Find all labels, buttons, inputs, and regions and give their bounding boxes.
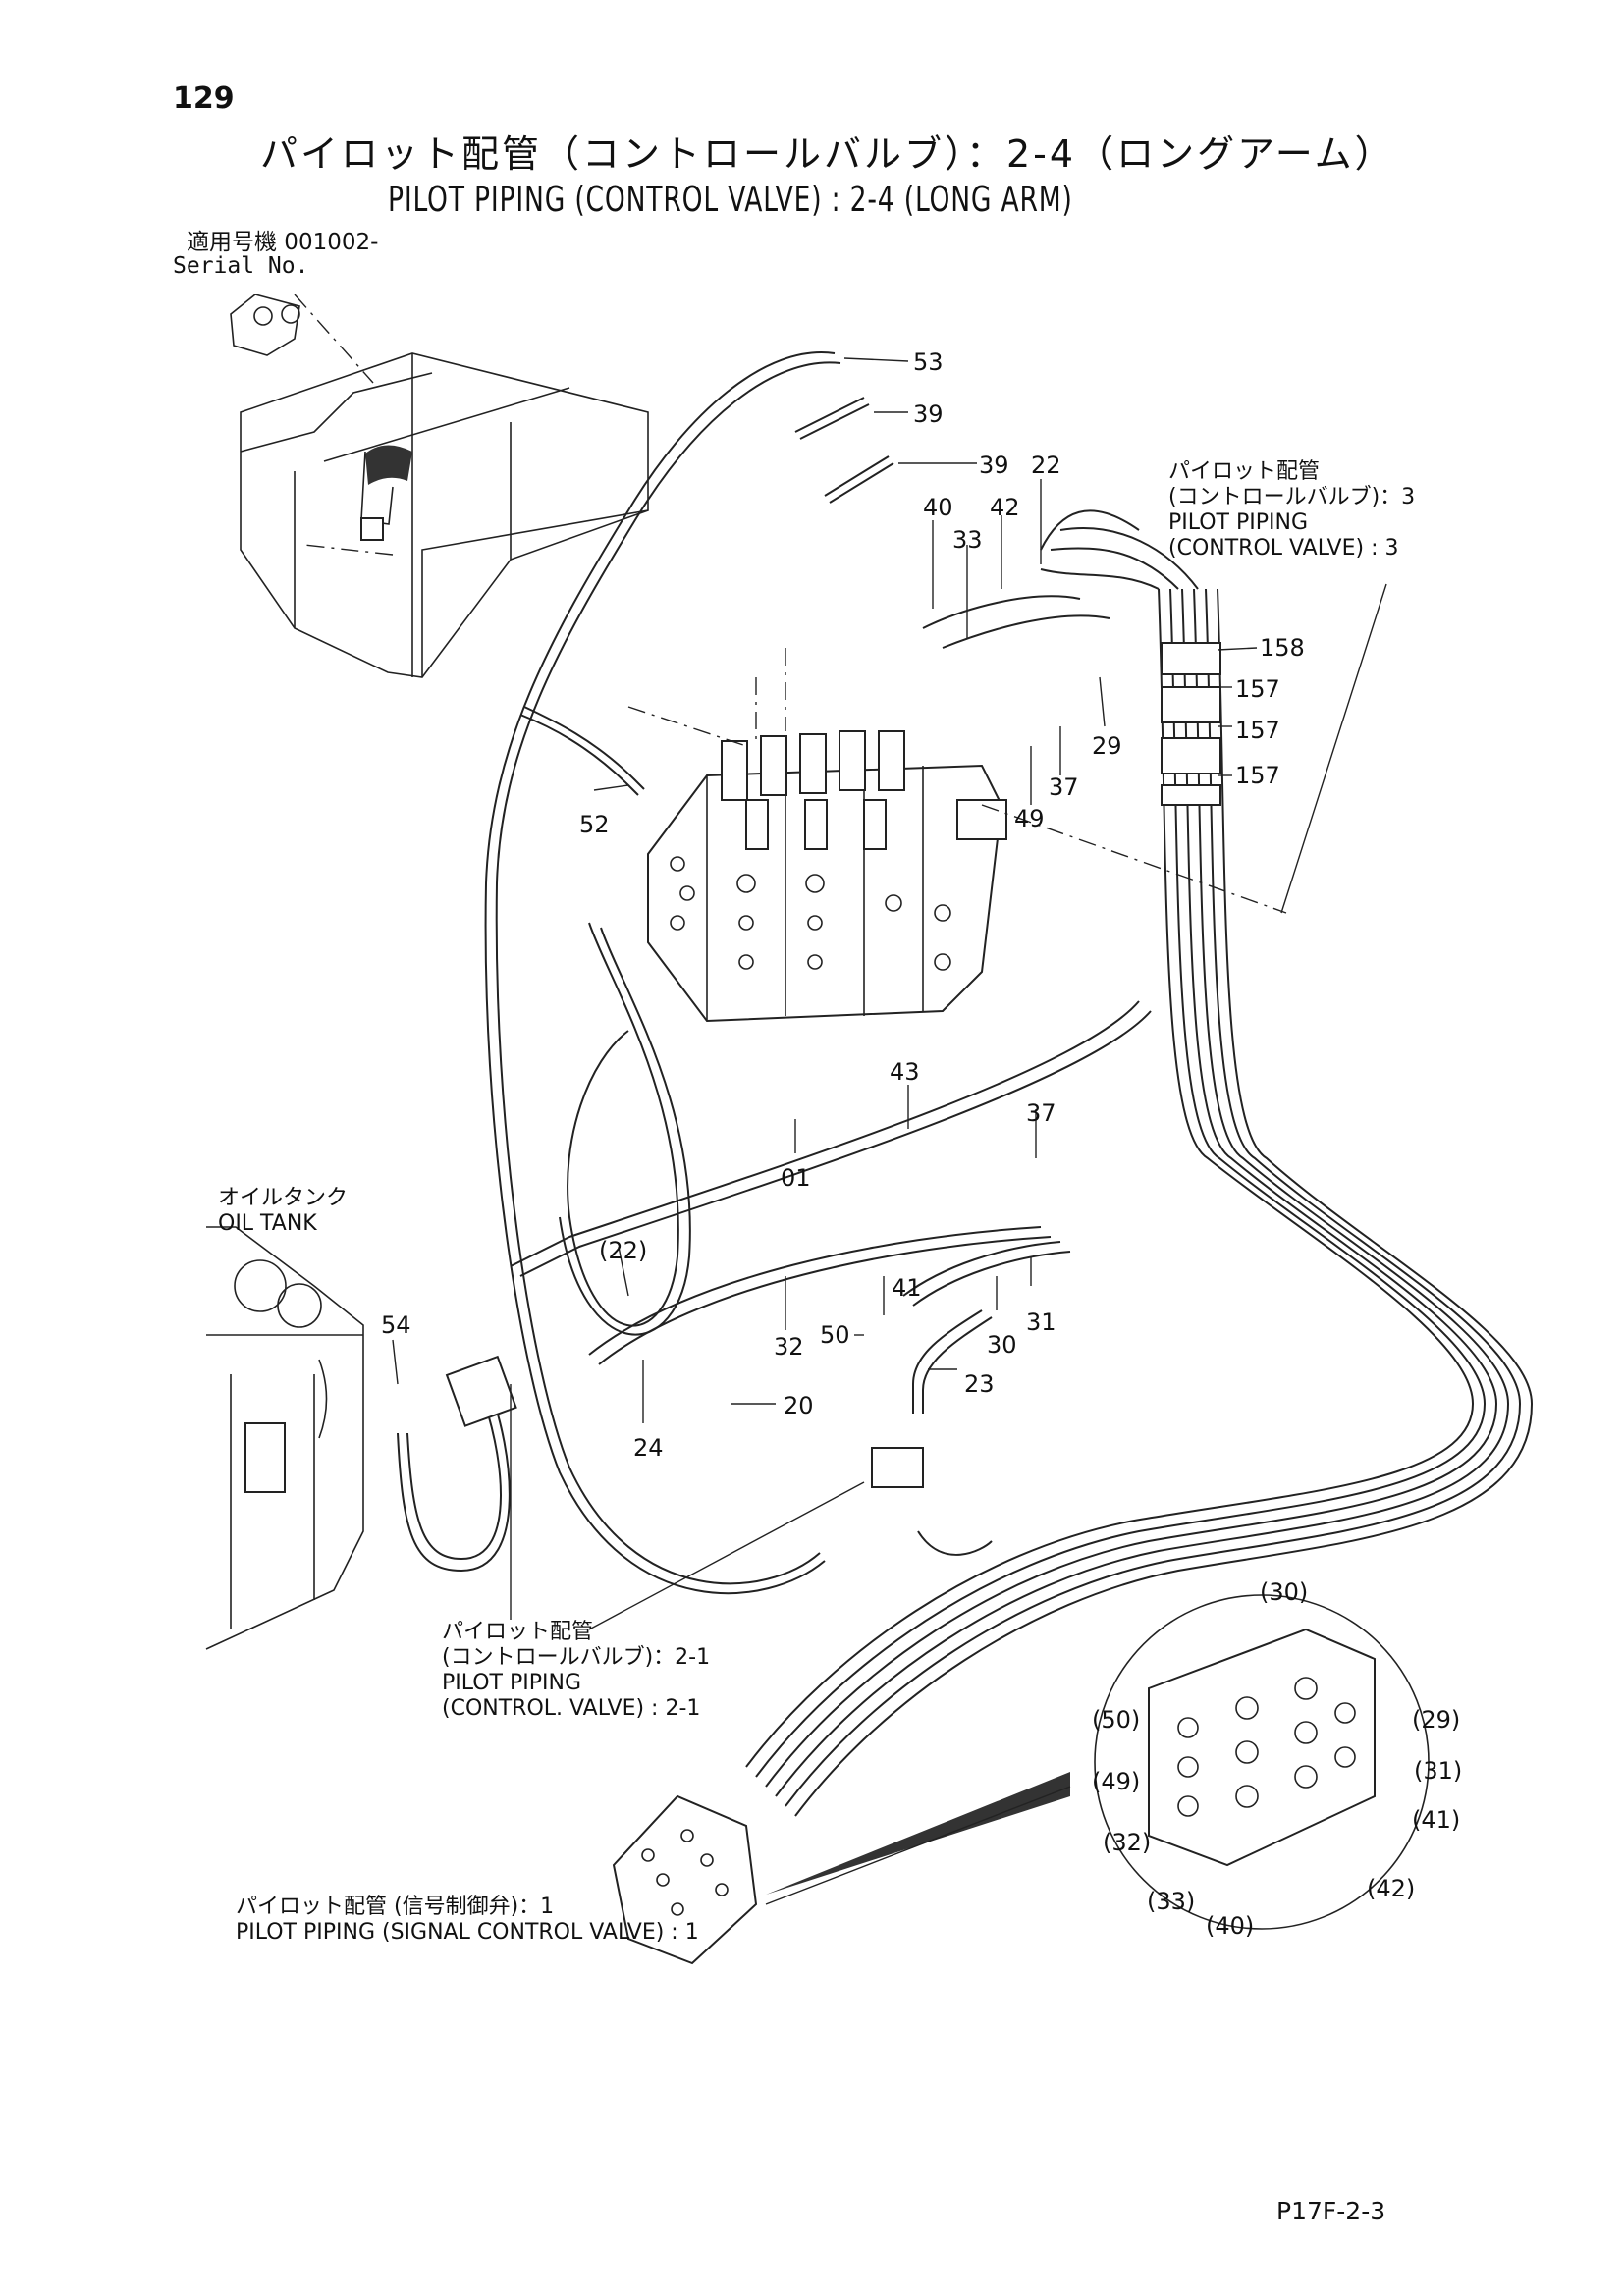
part-number-31: 31 xyxy=(1026,1308,1056,1336)
part-number-22: 22 xyxy=(1031,452,1061,479)
part-number-32: 32 xyxy=(774,1333,804,1361)
page-code: P17F-2-3 xyxy=(1276,2197,1386,2225)
part-number-01: 01 xyxy=(781,1164,811,1192)
part-number-33: 33 xyxy=(952,526,983,554)
part-number-158: 158 xyxy=(1260,634,1305,662)
detail-label-41: (41) xyxy=(1412,1806,1461,1834)
callout-pilot-piping-signal: パイロット配管 (信号制御弁)：1 PILOT PIPING (SIGNAL C… xyxy=(236,1895,699,1946)
callout-en-line2: (CONTROL. VALVE) : 2-1 xyxy=(442,1695,701,1721)
part-number-53: 53 xyxy=(913,348,944,376)
detail-label-50: (50) xyxy=(1092,1706,1141,1734)
part-number-42: 42 xyxy=(990,494,1020,521)
part-number-37: 37 xyxy=(1026,1099,1056,1127)
callout-jp-line1: パイロット配管 xyxy=(442,1620,594,1644)
callout-pilot-piping-3: パイロット配管 (コントロールバルブ)：3 PILOT PIPING (CONT… xyxy=(1168,459,1415,561)
detail-label-33: (33) xyxy=(1147,1888,1196,1915)
detail-label-42: (42) xyxy=(1367,1875,1416,1902)
title-japanese: パイロット配管（コントロールバルブ）：2-4（ロングアーム） xyxy=(260,133,1395,176)
callout-jp: パイロット配管 (信号制御弁)：1 xyxy=(236,1895,555,1919)
part-number-157: 157 xyxy=(1235,762,1280,789)
callout-en-line1: PILOT PIPING xyxy=(1168,509,1308,535)
part-number-54: 54 xyxy=(381,1311,411,1339)
detail-label-49: (49) xyxy=(1092,1768,1141,1795)
detail-label-31: (31) xyxy=(1414,1757,1463,1785)
part-number-29: 29 xyxy=(1092,732,1122,760)
title-english: PILOT PIPING (CONTROL VALVE) : 2-4 (LONG… xyxy=(388,180,1073,220)
callout-en-line2: (CONTROL VALVE) : 3 xyxy=(1168,535,1399,561)
callout-oil-tank: オイルタンク OIL TANK xyxy=(218,1186,348,1237)
part-number-39: 39 xyxy=(979,452,1009,479)
signal-control-valve-drawing xyxy=(445,1355,924,1965)
upper-frame-drawing xyxy=(230,294,649,678)
page-number: 129 xyxy=(173,81,235,116)
callout-jp-line2: (コントロールバルブ)：3 xyxy=(1168,484,1416,509)
pilot-hoses xyxy=(397,351,1534,1817)
part-number-41: 41 xyxy=(892,1274,922,1302)
part-number-23: 23 xyxy=(964,1370,995,1398)
control-valve-drawing xyxy=(627,648,1287,1023)
part-number-157: 157 xyxy=(1235,675,1280,703)
callout-en: PILOT PIPING (SIGNAL CONTROL VALVE) : 1 xyxy=(236,1919,699,1945)
serial-number-japanese: 適用号機 001002- xyxy=(187,230,379,255)
part-number-24: 24 xyxy=(633,1434,664,1462)
leader-lines xyxy=(392,357,1387,1905)
oil-tank-drawing xyxy=(205,1226,364,1650)
detail-label-32: (32) xyxy=(1103,1829,1152,1856)
detail-view-drawing xyxy=(766,1594,1430,1930)
part-number-50: 50 xyxy=(820,1321,850,1349)
part-number-22: (22) xyxy=(599,1237,648,1264)
part-number-20: 20 xyxy=(784,1392,814,1419)
detail-label-29: (29) xyxy=(1412,1706,1461,1734)
callout-pilot-piping-2-1: パイロット配管 (コントロールバルブ)：2-1 PILOT PIPING (CO… xyxy=(442,1620,710,1722)
part-number-30: 30 xyxy=(987,1331,1017,1359)
detail-label-40: (40) xyxy=(1206,1912,1255,1940)
detail-label-30: (30) xyxy=(1260,1578,1309,1606)
part-number-40: 40 xyxy=(923,494,953,521)
part-number-157: 157 xyxy=(1235,717,1280,744)
callout-jp-line2: (コントロールバルブ)：2-1 xyxy=(442,1644,711,1670)
part-number-52: 52 xyxy=(579,811,610,838)
part-number-49: 49 xyxy=(1014,805,1045,832)
callout-jp-line1: パイロット配管 xyxy=(1168,459,1321,484)
callout-jp: オイルタンク xyxy=(218,1186,349,1210)
part-number-39: 39 xyxy=(913,400,944,428)
callout-en: OIL TANK xyxy=(218,1210,317,1236)
serial-number-english: Serial No. xyxy=(173,253,309,279)
part-number-43: 43 xyxy=(890,1058,920,1086)
callout-en-line1: PILOT PIPING xyxy=(442,1670,581,1695)
part-number-37: 37 xyxy=(1049,774,1079,801)
